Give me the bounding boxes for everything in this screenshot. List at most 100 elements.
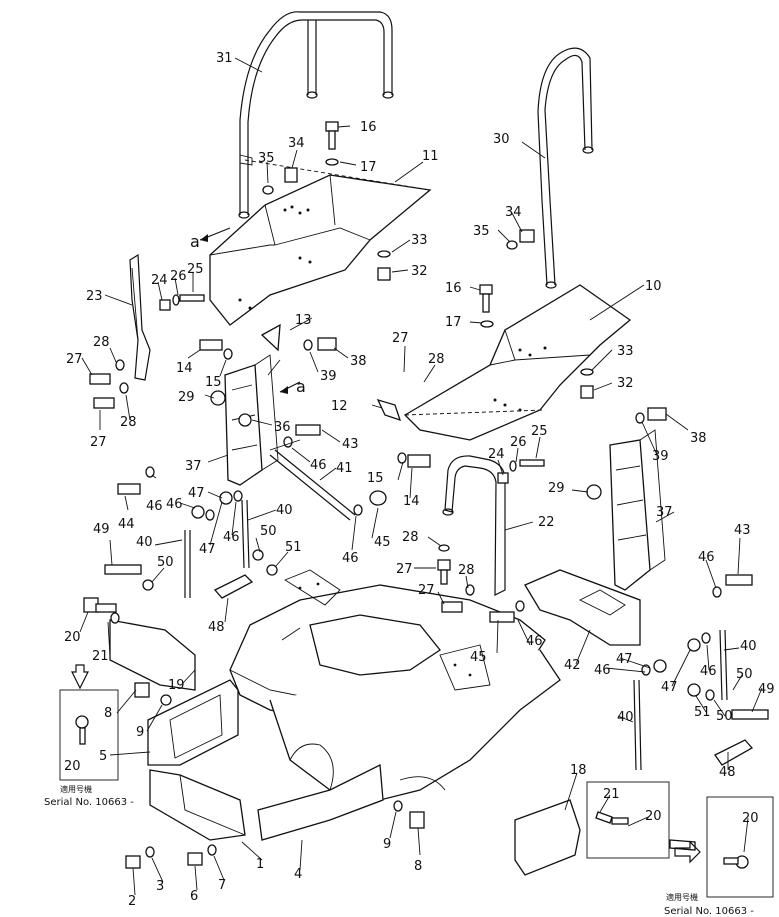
- platform-left: [209, 159, 432, 326]
- label-27d: 27: [396, 562, 413, 577]
- label-17: 17: [360, 160, 377, 175]
- label-39: 39: [320, 369, 337, 384]
- label-2: 2: [128, 894, 136, 909]
- grab-handle-center: [442, 455, 506, 596]
- label-1: 1: [256, 857, 264, 872]
- label-9: 9: [136, 725, 144, 740]
- label-11: 11: [422, 149, 439, 164]
- label-43b: 43: [734, 523, 751, 538]
- leader-lines: [79, 57, 763, 896]
- label-9b: 9: [383, 837, 391, 852]
- label-27b: 27: [90, 435, 107, 450]
- label-37b: 37: [656, 505, 673, 520]
- label-38: 38: [350, 354, 367, 369]
- label-46c: 46: [166, 497, 183, 512]
- serial-inset-right: [706, 796, 774, 898]
- arrow-right-icon: [674, 840, 701, 864]
- label-50d: 50: [716, 709, 733, 724]
- label-50c: 50: [736, 667, 753, 682]
- platform-right: [403, 284, 632, 441]
- label-27c: 27: [392, 331, 409, 346]
- label-20b: 20: [64, 759, 81, 774]
- label-31: 31: [216, 51, 233, 66]
- label-46h: 46: [594, 663, 611, 678]
- label-35b: 35: [473, 224, 490, 239]
- label-47d: 47: [616, 652, 633, 667]
- plate-19: [109, 619, 196, 691]
- label-34b: 34: [505, 205, 522, 220]
- label-46e: 46: [342, 551, 359, 566]
- grab-handle-left: [129, 253, 151, 381]
- label-49b: 49: [758, 682, 775, 697]
- guard-5: [147, 679, 239, 766]
- label-3: 3: [156, 879, 164, 894]
- label-10: 10: [645, 279, 662, 294]
- label-48b: 48: [719, 765, 736, 780]
- label-46d: 46: [223, 530, 240, 545]
- label-14: 14: [176, 361, 193, 376]
- label-46: 46: [310, 458, 327, 473]
- serial-note-right: Serial No. 10663 -: [664, 906, 754, 917]
- label-51b: 51: [694, 705, 711, 720]
- label-29: 29: [178, 390, 195, 405]
- label-30: 30: [493, 132, 510, 147]
- cover-4: [257, 763, 384, 841]
- label-28b: 28: [120, 415, 137, 430]
- label-25b: 25: [531, 424, 548, 439]
- label-26b: 26: [510, 435, 527, 450]
- rops-bar-left: [238, 11, 394, 219]
- label-a2: a: [296, 377, 306, 396]
- label-32b: 32: [617, 376, 634, 391]
- label-16b: 16: [445, 281, 462, 296]
- label-34: 34: [288, 136, 305, 151]
- label-20d: 20: [742, 811, 759, 826]
- label-46b: 46: [146, 499, 163, 514]
- label-46g: 46: [700, 664, 717, 679]
- label-33b: 33: [617, 344, 634, 359]
- label-41: 41: [336, 461, 353, 476]
- label-21b: 21: [603, 787, 620, 802]
- label-40d: 40: [617, 710, 634, 725]
- label-7: 7: [218, 878, 226, 893]
- label-37: 37: [185, 459, 202, 474]
- serial-note-left: Serial No. 10663 -: [44, 797, 134, 808]
- label-19: 19: [168, 678, 185, 693]
- label-23: 23: [86, 289, 103, 304]
- arrow-down-icon: [71, 664, 89, 690]
- label-14b: 14: [403, 494, 420, 509]
- inset-box-right: [586, 781, 670, 859]
- label-16: 16: [360, 120, 377, 135]
- label-50: 50: [157, 555, 174, 570]
- main-frame: [229, 569, 561, 801]
- label-42: 42: [564, 658, 581, 673]
- label-49: 49: [93, 522, 110, 537]
- label-8b: 8: [414, 859, 422, 874]
- label-32: 32: [411, 264, 428, 279]
- label-45: 45: [374, 535, 391, 550]
- label-8: 8: [104, 706, 112, 721]
- cover-1: [149, 769, 246, 841]
- bracket-42: [524, 569, 641, 646]
- label-39b: 39: [652, 449, 669, 464]
- label-24b: 24: [488, 447, 505, 462]
- label-12: 12: [331, 399, 348, 414]
- rod-41: [269, 449, 356, 521]
- serial-note-right-jp: 適用号機: [666, 892, 698, 902]
- fasteners: [83, 121, 769, 869]
- label-17b: 17: [445, 315, 462, 330]
- label-27e: 27: [418, 583, 435, 598]
- label-a1: a: [190, 232, 200, 251]
- serial-inset-left: [59, 689, 119, 781]
- label-33: 33: [411, 233, 428, 248]
- label-27: 27: [66, 352, 83, 367]
- label-18: 18: [570, 763, 587, 778]
- label-40c: 40: [740, 639, 757, 654]
- label-28e: 28: [458, 563, 475, 578]
- label-47b: 47: [199, 542, 216, 557]
- label-51: 51: [285, 540, 302, 555]
- label-38b: 38: [690, 431, 707, 446]
- label-15: 15: [205, 375, 222, 390]
- label-40b: 40: [136, 535, 153, 550]
